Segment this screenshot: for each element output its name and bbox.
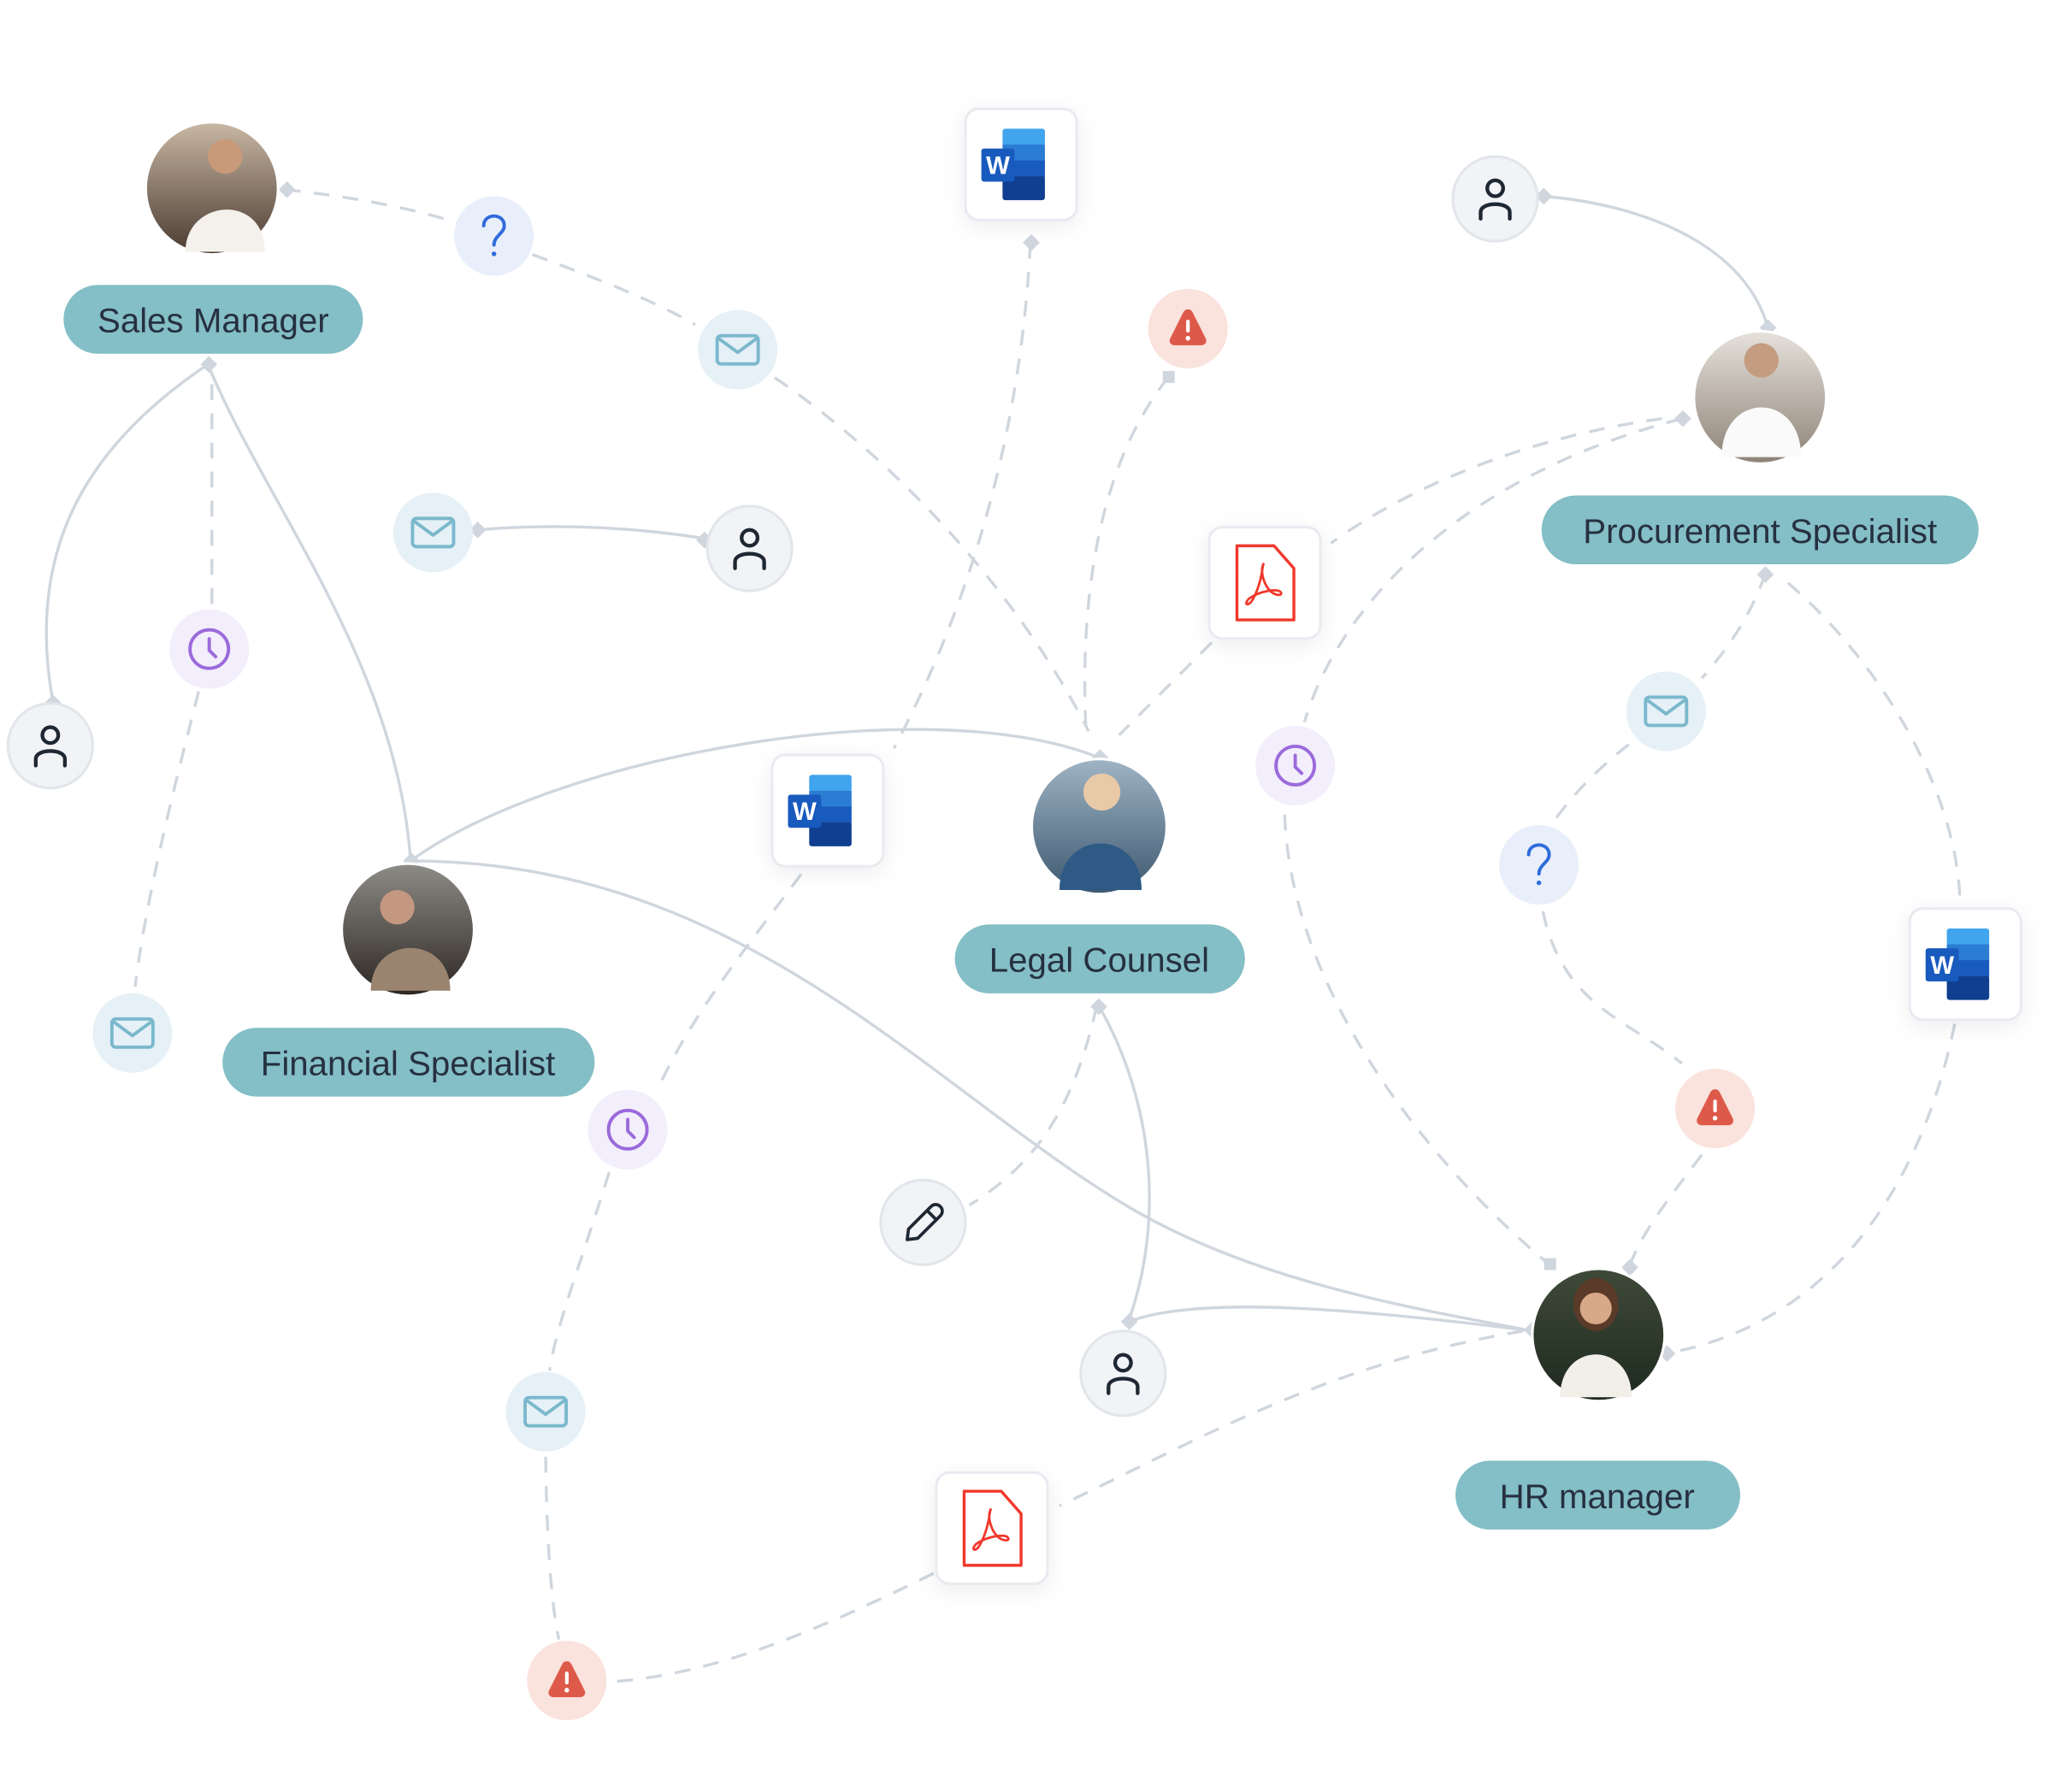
word-document-icon[interactable]	[965, 109, 1077, 220]
role-label-hr-manager[interactable]: HR manager	[1455, 1460, 1741, 1530]
edge	[1083, 376, 1170, 732]
pdf-document-icon[interactable]	[1209, 528, 1320, 639]
warning-icon[interactable]	[1148, 288, 1228, 368]
pencil-icon[interactable]	[879, 1178, 967, 1267]
edge	[609, 1571, 935, 1683]
avatar-sales-manager[interactable]	[144, 121, 280, 256]
edge	[1543, 194, 1770, 329]
mail-icon[interactable]	[391, 491, 475, 575]
role-name: Procurement Specialist	[1583, 512, 1937, 551]
person-icon[interactable]	[707, 506, 792, 591]
edge	[1550, 743, 1630, 825]
role-label-legal-counsel[interactable]: Legal Counsel	[954, 924, 1245, 993]
edge	[531, 253, 696, 327]
edge	[774, 376, 1090, 732]
edge	[892, 242, 1032, 750]
edge	[284, 188, 457, 225]
pdf-document-icon[interactable]	[936, 1472, 1048, 1583]
clock-icon[interactable]	[1254, 723, 1337, 807]
edge	[44, 363, 210, 703]
mail-icon[interactable]	[1624, 669, 1708, 753]
edge	[1786, 581, 1962, 908]
avatar-hr-manager[interactable]	[1531, 1267, 1667, 1403]
edge	[968, 1005, 1099, 1207]
edge	[410, 728, 1101, 863]
edge	[1059, 1329, 1524, 1507]
mail-icon[interactable]	[504, 1370, 587, 1453]
role-label-sales-manager[interactable]: Sales Manager	[63, 285, 363, 354]
avatar-procurement-specialist[interactable]	[1692, 329, 1828, 465]
question-icon[interactable]	[452, 194, 536, 278]
edge	[657, 873, 803, 1090]
word-document-icon[interactable]	[1910, 909, 2021, 1020]
connections	[44, 188, 1962, 1683]
edge	[133, 691, 200, 987]
role-name: Sales Manager	[97, 302, 329, 340]
edge	[206, 363, 412, 862]
edge	[1665, 1023, 1957, 1355]
role-label-procurement-specialist[interactable]: Procurement Specialist	[1541, 495, 1979, 565]
role-name: Financial Specialist	[261, 1044, 556, 1082]
edge	[1627, 1153, 1703, 1269]
avatar-financial-specialist[interactable]	[340, 862, 475, 998]
person-icon[interactable]	[1081, 1331, 1166, 1416]
clock-icon[interactable]	[168, 607, 251, 691]
role-name: HR manager	[1500, 1477, 1695, 1516]
edge	[1118, 641, 1213, 737]
edge	[544, 1456, 561, 1640]
edge	[1127, 1306, 1533, 1333]
question-icon[interactable]	[1497, 823, 1581, 907]
role-name: Legal Counsel	[989, 941, 1209, 980]
edge	[1541, 911, 1683, 1065]
edge	[1097, 1005, 1151, 1323]
mail-icon[interactable]	[696, 308, 780, 392]
edge	[1302, 417, 1683, 722]
avatar-legal-counsel[interactable]	[1030, 757, 1168, 896]
edge	[1700, 573, 1768, 680]
warning-icon[interactable]	[1675, 1069, 1756, 1149]
person-icon[interactable]	[8, 704, 92, 788]
edge	[548, 1171, 611, 1371]
mail-icon[interactable]	[91, 991, 174, 1075]
edge	[1283, 814, 1551, 1266]
role-label-financial-specialist[interactable]: Financial Specialist	[222, 1028, 595, 1097]
edge	[410, 859, 1533, 1333]
clock-icon[interactable]	[586, 1088, 670, 1171]
person-icon[interactable]	[1453, 156, 1538, 241]
edge	[476, 525, 709, 541]
warning-icon[interactable]	[527, 1641, 607, 1721]
word-document-icon[interactable]	[772, 755, 883, 866]
